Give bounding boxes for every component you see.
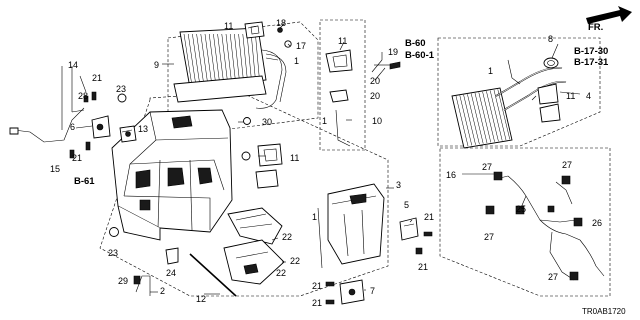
part-number-4: 4 xyxy=(586,91,591,101)
actuator-6-icon xyxy=(91,115,111,139)
seal-block-icon xyxy=(244,21,265,39)
grommet-small-icon xyxy=(241,151,251,161)
ref-b17-31: B-17-31 xyxy=(574,57,609,68)
connector-icon xyxy=(485,171,583,281)
blower-motor-icon xyxy=(339,279,365,305)
part-number-23: 23 xyxy=(116,84,126,94)
harness-group-outline xyxy=(439,147,611,297)
heater-core xyxy=(451,87,513,149)
seal-lower-icon xyxy=(329,89,349,103)
part-number-13: 13 xyxy=(138,124,148,134)
part-number-20: 20 xyxy=(370,76,380,86)
leader-lines xyxy=(61,23,581,295)
part-number-23: 23 xyxy=(108,248,118,258)
heater-unit-housing xyxy=(111,109,233,241)
bracket-5-icon xyxy=(399,217,419,241)
bolt-29-icon xyxy=(133,275,141,285)
part-number-21: 21 xyxy=(418,262,428,272)
bolt-21-icon xyxy=(325,231,433,305)
part-number-27: 27 xyxy=(484,232,494,242)
part-number-9: 9 xyxy=(154,60,159,70)
part-number-11: 11 xyxy=(290,153,299,163)
part-number-10: 10 xyxy=(372,116,382,126)
screw-icon xyxy=(69,91,97,159)
blower-case xyxy=(317,183,385,269)
part-number-11: 11 xyxy=(338,36,347,46)
ref-b60: B-60 xyxy=(405,38,426,49)
part-number-1: 1 xyxy=(294,56,299,66)
part-number-7: 7 xyxy=(370,286,375,296)
clip-icon xyxy=(371,59,386,81)
ref-b60-1: B-60-1 xyxy=(405,50,435,61)
part-number-29: 29 xyxy=(118,276,128,286)
front-direction-arrow-icon xyxy=(586,6,632,24)
heater-pipes xyxy=(495,59,567,111)
ref-b17-30: B-17-30 xyxy=(574,46,608,57)
part-number-6: 6 xyxy=(70,122,75,132)
part-number-27: 27 xyxy=(548,272,558,282)
part-number-22: 22 xyxy=(276,268,286,278)
part-number-20: 20 xyxy=(370,91,380,101)
part-number-21: 21 xyxy=(92,73,102,83)
seal-group-outline xyxy=(319,19,366,151)
part-number-8: 8 xyxy=(548,34,553,44)
part-number-21: 21 xyxy=(312,281,322,291)
part-number-14: 14 xyxy=(68,60,78,70)
part-number-27: 27 xyxy=(482,162,492,172)
nut-23-icon xyxy=(117,93,127,103)
part-number-11: 11 xyxy=(566,91,575,101)
part-number-19: 19 xyxy=(388,47,398,57)
rod-12-icon xyxy=(189,253,237,297)
part-number-21: 21 xyxy=(72,153,82,163)
part-number-2: 2 xyxy=(160,286,165,296)
part-number-25: 25 xyxy=(516,204,526,214)
actuator-motor-icon xyxy=(119,125,137,143)
part-number-17: 17 xyxy=(296,41,306,51)
duct-piece-upper xyxy=(227,207,283,245)
part-number-26: 26 xyxy=(592,218,602,228)
unit-seal-icon xyxy=(255,143,283,189)
evaporator-pipes xyxy=(255,49,287,109)
o-ring-icon xyxy=(277,27,292,48)
part-number-5: 5 xyxy=(404,200,409,210)
nut-23b-icon xyxy=(109,227,119,237)
part-number-22: 22 xyxy=(282,232,292,242)
part-number-12: 12 xyxy=(196,294,206,304)
part-number-1: 1 xyxy=(312,212,317,222)
heater-core-group-outline xyxy=(437,37,601,147)
duct-piece-lower xyxy=(223,239,285,285)
part-number-24: 24 xyxy=(166,268,176,278)
part-number-3: 3 xyxy=(396,180,401,190)
evaporator-core xyxy=(173,27,267,103)
front-direction-label: FR. xyxy=(588,22,603,33)
part-number-21: 21 xyxy=(424,212,434,222)
part-number-15: 15 xyxy=(50,164,60,174)
grommet-icon xyxy=(243,117,251,125)
seal-upper-icon xyxy=(325,49,353,73)
part-number-18: 18 xyxy=(276,18,286,28)
part-number-21: 21 xyxy=(312,298,322,308)
clip-24-icon xyxy=(165,247,179,265)
part-number-30: 30 xyxy=(262,117,272,127)
ref-b61: B-61 xyxy=(74,176,95,187)
part-number-28: 28 xyxy=(78,91,88,101)
sensor-wire-icon xyxy=(9,107,85,143)
part-number-11: 11 xyxy=(224,21,233,31)
diagram-code: TR0AB1720 xyxy=(582,307,626,316)
bolt-icon xyxy=(374,61,401,70)
wire-harness xyxy=(499,175,605,281)
heater-seal-icon xyxy=(537,83,561,123)
part-number-27: 27 xyxy=(562,160,572,170)
part-number-16: 16 xyxy=(446,170,456,180)
grommet-8-icon xyxy=(543,57,559,69)
part-number-1: 1 xyxy=(488,66,493,76)
part-number-22: 22 xyxy=(290,256,300,266)
drain-hose-icon xyxy=(335,109,351,147)
part-number-1: 1 xyxy=(322,116,327,126)
